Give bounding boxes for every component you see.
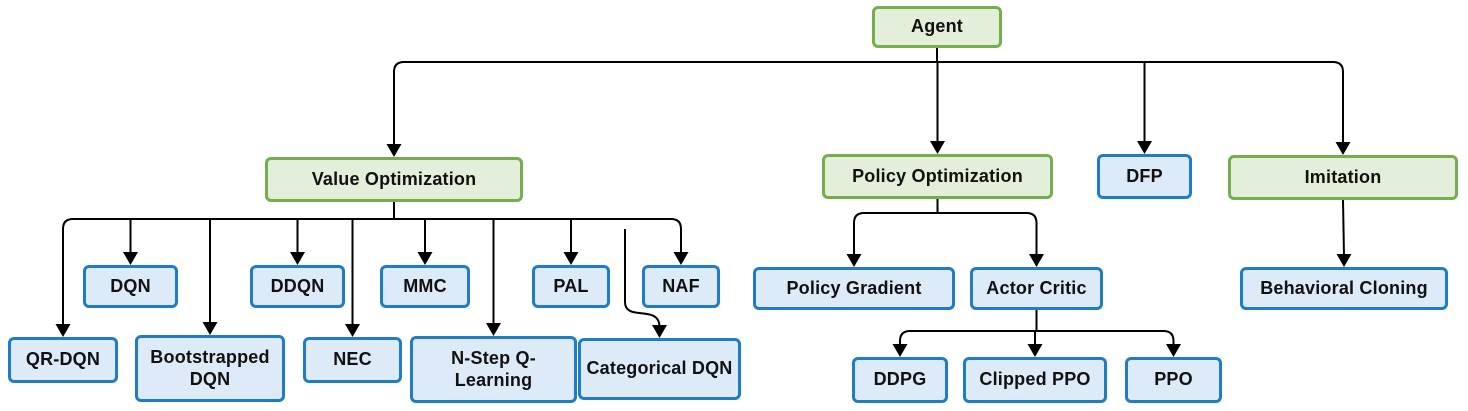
node-label: Actor Critic [986, 277, 1087, 298]
node-ddpg: DDPG [852, 357, 948, 403]
node-categorical-dqn: Categorical DQN [578, 338, 741, 400]
connector-agent-bus [393, 61, 1344, 73]
node-bootstrapped-dqn: Bootstrapped DQN [135, 335, 285, 402]
connector-behavioral-cloning-arrowhead [1336, 254, 1352, 267]
connector-agent-imitation-arrowhead [1335, 142, 1351, 155]
node-mmc: MMC [380, 265, 470, 308]
node-ddqn: DDQN [250, 265, 345, 308]
node-n-step-q-learning: N-Step Q-Learning [410, 336, 577, 403]
node-label: DDPG [873, 369, 927, 390]
connector-imitation-behavioral-cloning [1342, 199, 1345, 257]
node-naf: NAF [642, 265, 720, 308]
node-pal: PAL [532, 265, 610, 308]
connector-value-optimization-n-step-q-learning-arrowhead [486, 323, 501, 336]
connector-agent-value-optimization-arrowhead [386, 144, 402, 157]
node-label: MMC [403, 275, 447, 296]
connector-actor-critic-ddpg-arrowhead [892, 344, 908, 357]
connector-value-optimization-ddqn-arrowhead [290, 252, 305, 265]
connector-policy-optimization-policy-gradient-arrowhead [846, 254, 862, 267]
connector-actor-critic-clipped-ppo-arrowhead [1027, 344, 1043, 357]
connector-actor-critic-ppo-arrowhead [1166, 344, 1181, 357]
node-imitation: Imitation [1228, 155, 1458, 200]
node-agent: Agent [872, 6, 1002, 48]
connector-value-optimization-naf-arrowhead [673, 252, 689, 265]
node-label: Bootstrapped DQN [150, 346, 270, 389]
node-label: NAF [662, 275, 700, 296]
connector-value-optimization-qr-dqn-arrowhead [55, 324, 71, 337]
node-label: NEC [333, 349, 372, 370]
node-label: Policy Gradient [786, 277, 922, 298]
node-label: N-Step Q-Learning [451, 347, 536, 390]
connector-actor-critic-bus [899, 330, 1175, 342]
connector-value-optimization-categorical-dqn-arrowhead [652, 325, 667, 338]
node-label: DQN [110, 275, 151, 296]
connector-value-optimization-mmc-arrowhead [417, 252, 433, 265]
node-label: Agent [911, 16, 963, 37]
node-value-optimization: Value Optimization [265, 157, 523, 202]
node-label: Policy Optimization [852, 165, 1023, 186]
connector-agent-dfp-arrowhead [1137, 141, 1152, 154]
connector-agent-policy-optimization-arrowhead [930, 141, 945, 154]
connector-value-optimization-nec-arrowhead [345, 324, 360, 337]
node-actor-critic: Actor Critic [970, 267, 1103, 310]
node-label: DFP [1126, 165, 1163, 186]
connector-value-optimization-bus [62, 218, 682, 230]
node-nec: NEC [303, 337, 402, 383]
node-label: Clipped PPO [979, 369, 1091, 390]
node-label: PAL [553, 275, 589, 296]
node-ppo: PPO [1125, 357, 1222, 403]
node-dfp: DFP [1097, 154, 1192, 199]
node-policy-optimization: Policy Optimization [822, 154, 1053, 199]
node-behavioral-cloning: Behavioral Cloning [1240, 267, 1448, 310]
connector-value-optimization-pal-arrowhead [563, 252, 579, 265]
node-policy-gradient: Policy Gradient [753, 267, 955, 310]
node-qr-dqn: QR-DQN [8, 337, 118, 383]
node-dqn: DQN [83, 265, 178, 308]
connector-value-optimization-bootstrapped-dqn-arrowhead [202, 322, 218, 335]
node-clipped-ppo: Clipped PPO [963, 357, 1107, 403]
connector-value-optimization-dqn-arrowhead [123, 252, 138, 265]
connector-policy-optimization-bus [853, 212, 1038, 224]
node-label: PPO [1154, 369, 1193, 390]
node-label: DDQN [270, 275, 325, 296]
connector-policy-optimization-actor-critic-arrowhead [1029, 254, 1044, 267]
node-label: Imitation [1304, 166, 1382, 187]
node-label: Behavioral Cloning [1260, 277, 1428, 298]
node-label: Value Optimization [311, 168, 477, 189]
node-label: Categorical DQN [586, 358, 733, 379]
node-label: QR-DQN [25, 349, 101, 370]
